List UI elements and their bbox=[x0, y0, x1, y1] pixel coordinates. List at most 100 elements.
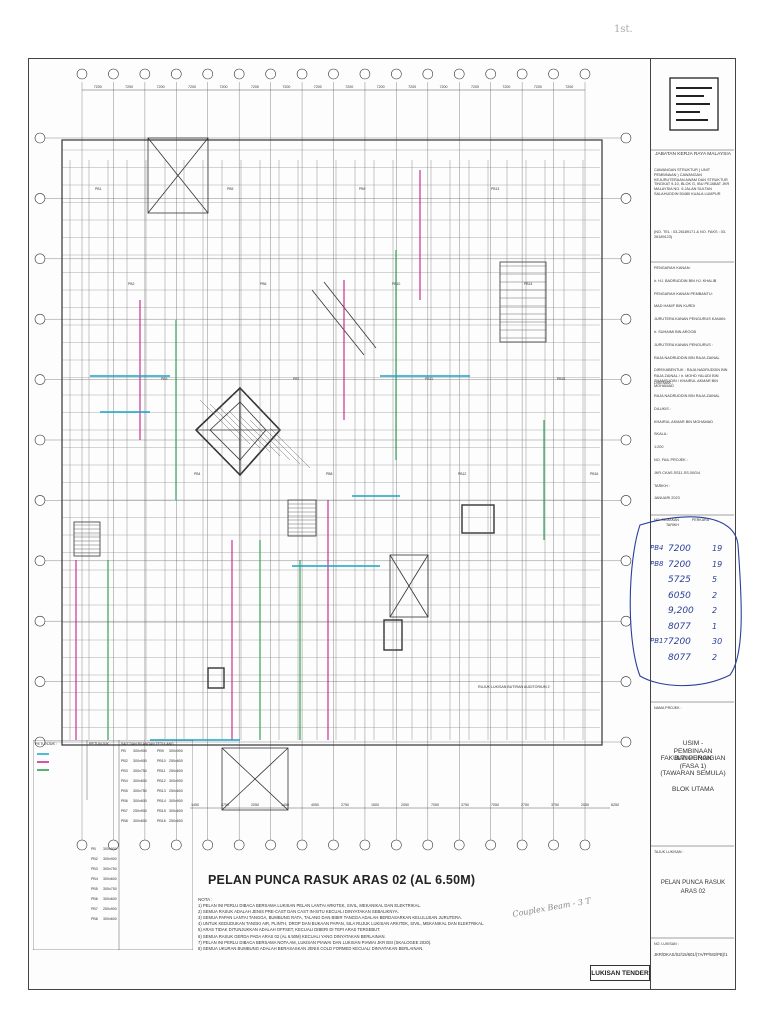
title-block-field: RAJA NADRUDDIN BIN RAJA ZAINAL bbox=[654, 355, 720, 360]
beam-label: PB5 bbox=[227, 187, 234, 191]
grid-bubble-top bbox=[516, 68, 528, 80]
title-block-field: JANUARI 2023 bbox=[654, 496, 680, 501]
revision-col-item: PERKARA bbox=[691, 518, 709, 522]
grid-bubble-left bbox=[34, 434, 46, 446]
handwritten-count: 19 bbox=[712, 544, 723, 553]
top-dimension: 7200 bbox=[377, 85, 385, 89]
legend-left-code: PB8 bbox=[91, 917, 98, 921]
top-dimension: 7200 bbox=[565, 85, 573, 89]
legend-beam-code: PB14 bbox=[157, 799, 166, 803]
handwritten-row: PB4 7200 19 bbox=[650, 544, 732, 558]
grid-bubble-right bbox=[620, 132, 632, 144]
legend-beam-size: 300x900 bbox=[133, 749, 147, 753]
legend-left-code: PB3 bbox=[91, 867, 98, 871]
title-block-field: JKR.CKAS.SS11.SS.00G/4 bbox=[654, 470, 701, 475]
grid-bubble-bottom bbox=[579, 839, 591, 851]
grid-bubble-bottom bbox=[171, 839, 182, 851]
handwritten-value: 7200 bbox=[668, 544, 691, 554]
grid-bubble-right bbox=[620, 555, 632, 567]
handwritten-value: 6050 bbox=[668, 590, 691, 601]
top-dimension: 7200 bbox=[94, 85, 102, 89]
legend-beam-size: 250x600 bbox=[169, 769, 183, 773]
legend-beam-code: PB13 bbox=[157, 789, 166, 793]
legend-beam-size: 300x600 bbox=[133, 819, 147, 823]
note-8: 8) SEMUA UKURAN BUMBUNG ADALAH BERASASKA… bbox=[198, 945, 424, 951]
grid-bubble-top bbox=[485, 68, 496, 80]
revision-header: NO. SEMAKAN PERKARA TARIKH bbox=[654, 518, 732, 528]
legend-beam-size: 300x600 bbox=[133, 779, 147, 783]
handwritten-label: PB17 bbox=[650, 637, 668, 645]
title-block-field: PENGARAH KANAN PEMBANTU: bbox=[654, 291, 713, 296]
grid-bubble-top bbox=[548, 68, 559, 80]
legend-beam-size: 300x900 bbox=[169, 779, 183, 783]
grid-bubble-right bbox=[620, 313, 632, 325]
legend-heading-3: SAIZ DAN BILANGAN TETULANG bbox=[121, 742, 174, 746]
title-block-field: DILUKIS : bbox=[654, 406, 671, 411]
drawing-sheet bbox=[28, 58, 652, 990]
top-dimension: 7200 bbox=[188, 85, 196, 89]
legend-beam-size: 300x900 bbox=[169, 799, 183, 803]
grid-bubble-bottom bbox=[233, 839, 245, 851]
grid-bubble-top bbox=[108, 68, 119, 80]
legend-left-size: 300x600 bbox=[103, 897, 117, 901]
top-dimension: 7200 bbox=[125, 85, 133, 89]
top-dimension: 7200 bbox=[251, 85, 259, 89]
grid-bubble-left bbox=[34, 736, 46, 748]
handwritten-label: PB8 bbox=[650, 559, 664, 568]
grid-bubble-top bbox=[76, 68, 88, 80]
grid-bubble-top bbox=[296, 68, 308, 80]
bottom-dimension: 3750 bbox=[551, 803, 559, 807]
grid-bubble-bottom bbox=[108, 839, 119, 851]
legend-left-size: 300x750 bbox=[103, 867, 117, 871]
handwritten-count: 2 bbox=[712, 590, 718, 600]
legend-beam-code: PB4 bbox=[121, 779, 128, 783]
note-2: 2) SEMUA RASUK ADALAH JENIS PRE-CAST DAN… bbox=[198, 909, 399, 915]
legend-heading: PETUNJUK : bbox=[35, 742, 58, 746]
legend-left-code: PB2 bbox=[91, 857, 98, 861]
grid-bubble-top bbox=[579, 68, 591, 80]
bottom-dimension: 1500 bbox=[371, 803, 379, 807]
legend-beam-code: PB9 bbox=[157, 749, 164, 753]
grid-bubble-top bbox=[171, 68, 182, 80]
grid-bubble-left bbox=[34, 615, 46, 627]
title-block-field: JURUTERA KANAN PENGURUS : bbox=[654, 342, 713, 347]
legend-beam-size: 250x600 bbox=[169, 819, 183, 823]
top-dimension: 7200 bbox=[314, 85, 322, 89]
legend-beam-code: PB3 bbox=[121, 769, 128, 773]
grid-bubble-top bbox=[453, 68, 465, 80]
grid-bubble-right bbox=[620, 253, 632, 265]
title-block-field: Ir. SUHAIMI BIN AROOB bbox=[654, 330, 696, 334]
beam-label: PB3 bbox=[161, 377, 168, 381]
legend-left-code: PB bbox=[91, 847, 96, 851]
grid-bubble-right bbox=[620, 495, 632, 506]
grid-bubble-bottom bbox=[453, 839, 465, 851]
legend-left-code: PB4 bbox=[91, 877, 98, 881]
bottom-dimension: 7050 bbox=[491, 803, 499, 807]
bottom-dimension: 2050 bbox=[401, 803, 409, 807]
top-dimension: 7200 bbox=[219, 85, 227, 89]
title-block-field: RAJA NADRUDDIN BIN RAJA ZAINAL bbox=[654, 394, 720, 398]
bottom-dimension: 1450 bbox=[281, 803, 289, 807]
handwritten-label: PB4 bbox=[650, 544, 664, 552]
bottom-dimension: 2050 bbox=[581, 803, 589, 807]
grid-bubble-bottom bbox=[265, 839, 276, 851]
grid-bubble-left bbox=[34, 313, 46, 325]
grid-bubble-left bbox=[34, 193, 46, 204]
legend-beam-code: PB10 bbox=[157, 759, 166, 763]
legend-beam-size: 300x750 bbox=[133, 789, 147, 793]
title-block bbox=[650, 58, 736, 990]
title-block-field: PENGARAH KANAN: bbox=[654, 266, 691, 270]
handwritten-count: 30 bbox=[712, 637, 723, 646]
notes-heading: NOTA : bbox=[198, 897, 213, 902]
title-block-field: DISEMAK : bbox=[654, 381, 674, 386]
department-name: JABATAN KERJA RAYA MALAYSIA bbox=[655, 152, 731, 157]
project-line: BLOK UTAMA bbox=[671, 785, 714, 793]
note-6: 6) SEMUA RASUK GERDA PADA ARAS 02 (AL 6.… bbox=[198, 933, 386, 939]
